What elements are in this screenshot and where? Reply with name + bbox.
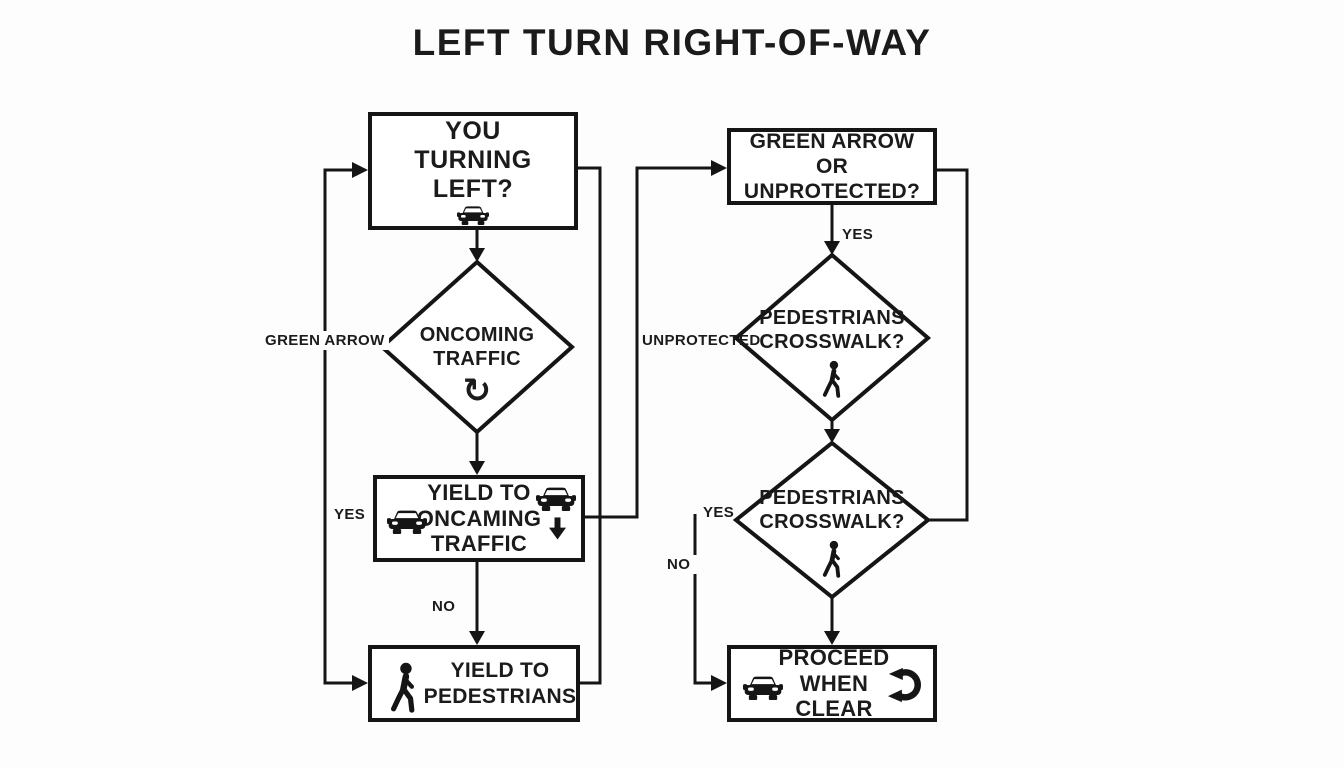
node-text-line: TURNING <box>414 146 532 174</box>
node-text-line: ONCAMING <box>416 505 542 531</box>
node-text-line: PROCEED <box>778 644 890 670</box>
pedestrian-icon <box>821 360 844 399</box>
edge-label-yes-top-right: YES <box>842 226 874 243</box>
edge-yield-to-greenarrow <box>585 166 712 519</box>
car-icon <box>743 675 783 700</box>
edge-label-green-arrow: GREEN ARROW <box>261 331 389 350</box>
node-text-line: CROSSWALK? <box>759 511 905 534</box>
diamond-pedestrians-crosswalk-lower <box>732 440 932 600</box>
node-yield-to-oncoming-traffic: YIELD TO ONCAMING TRAFFIC <box>373 475 585 562</box>
node-text-line: GREEN ARROW OR <box>749 129 915 178</box>
node-proceed-when-clear: PROCEED WHEN CLEAR <box>727 645 937 722</box>
pedestrian-icon <box>821 540 844 579</box>
node-text-line: PEDESTRIANS <box>759 487 905 509</box>
edge-label-yes-right: YES <box>703 504 735 521</box>
node-text-line: YIELD TO <box>427 479 531 505</box>
edge-left-rail <box>323 168 352 685</box>
node-text-line: TRAFFIC <box>433 348 521 371</box>
car-icon <box>387 509 427 534</box>
node-text-line: WHEN CLEAR <box>795 670 873 722</box>
node-green-arrow-or-unprotected: GREEN ARROW OR UNPROTECTED? <box>727 128 937 205</box>
rotate-clockwise-icon: ↻ <box>462 370 492 411</box>
node-oncoming-traffic: ONCOMING TRAFFIC ↻ <box>397 323 557 409</box>
diamond-pedestrians-crosswalk-upper <box>732 252 932 423</box>
node-text-line: CROSSWALK? <box>759 331 905 354</box>
edge-label-no-left: NO <box>432 598 456 615</box>
node-text-line: YIELD TO <box>450 659 550 683</box>
page-title: LEFT TURN RIGHT-OF-WAY <box>412 22 932 63</box>
car-icon <box>536 486 576 511</box>
node-you-turning-left: YOU TURNING LEFT? <box>368 112 578 230</box>
node-yield-to-pedestrians: YIELD TO PEDESTRIANS <box>368 645 580 722</box>
edge-label-no-right: NO <box>660 555 698 574</box>
edge-no-to-proceed <box>693 514 712 685</box>
node-text-line: TRAFFIC <box>430 531 528 557</box>
node-text-line: UNPROTECTED? <box>743 180 921 204</box>
car-icon <box>457 205 489 225</box>
pedestrian-icon <box>388 662 420 714</box>
node-pedestrians-crosswalk-upper: PEDESTRIANS CROSSWALK? <box>747 306 917 399</box>
edge-turning-right-rail <box>578 166 602 685</box>
node-text-line: ONCOMING <box>419 324 535 346</box>
edge-label-unprotected: UNPROTECTED <box>642 332 761 349</box>
node-text-line: PEDESTRIANS <box>423 684 577 708</box>
edge-right-rail <box>928 168 969 522</box>
down-arrow-icon <box>549 517 566 540</box>
node-text-line: YOU <box>445 117 501 145</box>
arrowheads <box>352 160 840 691</box>
node-text-line: LEFT? <box>432 175 514 203</box>
node-pedestrians-crosswalk-lower: PEDESTRIANS CROSSWALK? <box>747 486 917 579</box>
diamond-oncoming-traffic <box>379 259 575 435</box>
node-text-line: PEDESTRIANS <box>759 307 905 329</box>
edge-label-yes-left: YES <box>334 506 366 523</box>
turn-around-arrow-icon <box>888 667 925 704</box>
